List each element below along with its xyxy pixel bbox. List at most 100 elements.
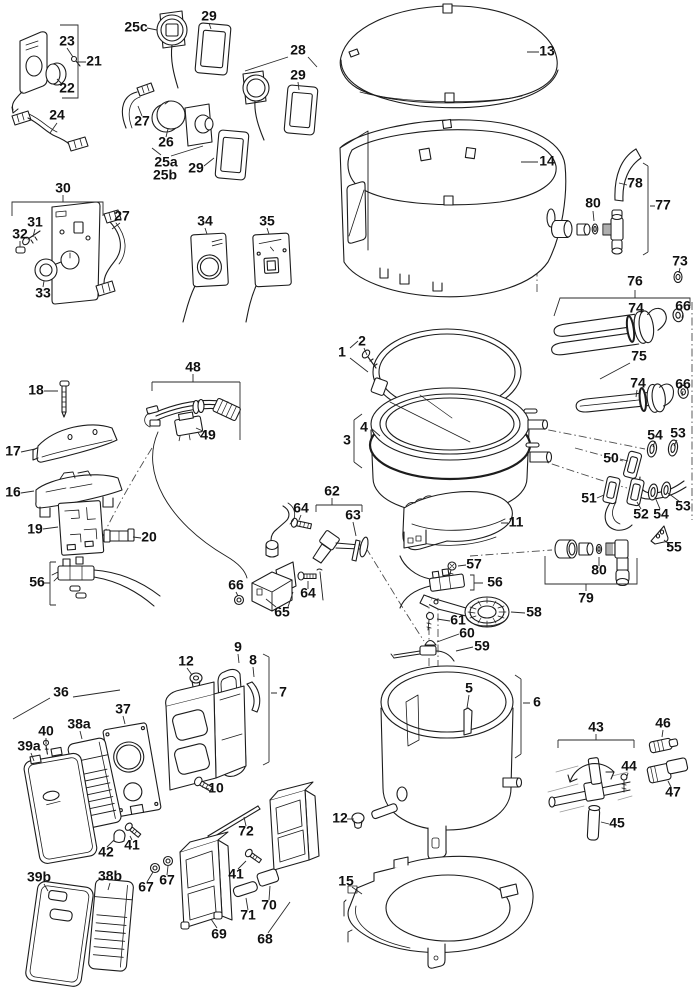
- part-52-pipe-drawing: [626, 478, 645, 507]
- part-53-seal2-drawing: [660, 481, 672, 499]
- part-label-54: 54: [653, 506, 669, 522]
- part-34-thermostat-drawing: [182, 232, 229, 323]
- part-27-cable-drawing: [121, 82, 155, 129]
- part-label-42: 42: [98, 844, 114, 860]
- part-51-pipe-drawing: [602, 476, 633, 531]
- part-label-9: 9: [234, 639, 242, 655]
- part-label-19: 19: [27, 521, 43, 537]
- part-label-29: 29: [201, 8, 217, 24]
- part-label-40: 40: [38, 723, 54, 739]
- part-78-hose-drawing: [614, 148, 642, 202]
- part-label-68: 68: [257, 931, 273, 947]
- part-39b-cover-drawing: [25, 881, 94, 987]
- part-label-56: 56: [487, 574, 503, 590]
- part-label-16: 16: [5, 484, 21, 500]
- part-label-45: 45: [609, 815, 625, 831]
- part-label-72: 72: [238, 823, 254, 839]
- part-23-screw-drawing: [70, 55, 81, 67]
- part-label-10: 10: [208, 780, 224, 796]
- part-29-frame3-drawing: [283, 84, 319, 136]
- part-70-sleeve-drawing: [256, 868, 280, 887]
- part-46-fitting-drawing: [648, 737, 679, 754]
- part-64-screw-drawing: [290, 517, 313, 530]
- part-44-screw-drawing: [620, 773, 628, 793]
- part-label-63: 63: [345, 507, 361, 523]
- part-79-elbow-group-drawing: [554, 539, 630, 587]
- part-label-25c: 25c: [124, 19, 148, 35]
- part-29-frame-drawing: [194, 22, 232, 76]
- part-30-panel-drawing: [51, 201, 101, 305]
- part-17-cover-drawing: [32, 424, 118, 463]
- part-label-20: 20: [141, 529, 157, 545]
- part-20-fuse-drawing: [103, 528, 135, 543]
- part-19-pcb-drawing: [57, 500, 105, 556]
- part-label-75: 75: [631, 348, 647, 364]
- part-25c-switch-drawing: [156, 10, 188, 89]
- part-label-37: 37: [115, 701, 131, 717]
- part-58-burner-drawing: [419, 594, 510, 628]
- part-label-51: 51: [581, 490, 597, 506]
- part-5-tab-drawing: [463, 707, 473, 736]
- part-41-screw-drawing: [124, 822, 142, 838]
- part-label-46: 46: [655, 715, 671, 731]
- part-label-23: 23: [59, 33, 75, 49]
- part-label-61: 61: [450, 612, 466, 628]
- part-label-70: 70: [261, 897, 277, 913]
- part-29-frame2-drawing: [214, 129, 250, 181]
- part-label-27: 27: [134, 113, 150, 129]
- part-24-cable-drawing: [11, 110, 89, 152]
- part-label-12: 12: [332, 810, 348, 826]
- part-label-13: 13: [539, 43, 555, 59]
- part-label-53: 53: [670, 425, 686, 441]
- part-7-housing-drawing: [165, 681, 247, 791]
- part-label-36: 36: [53, 684, 69, 700]
- part-47-fitting-drawing: [646, 757, 689, 784]
- part-48-harness-drawing: [144, 397, 248, 579]
- part-label-4: 4: [360, 419, 368, 435]
- part-31-screw-drawing: [22, 230, 41, 246]
- part-68-frame-drawing: [269, 781, 320, 871]
- part-label-67: 67: [138, 879, 154, 895]
- part-49-relay-drawing: [174, 411, 204, 442]
- part-label-32: 32: [12, 226, 28, 242]
- part-label-6: 6: [533, 694, 541, 710]
- part-37-plate-drawing: [102, 722, 162, 817]
- part-label-66: 66: [675, 298, 691, 314]
- part-61-screw-drawing: [425, 611, 435, 631]
- part-label-62: 62: [324, 483, 340, 499]
- part-label-29: 29: [290, 67, 306, 83]
- part-label-7: 7: [279, 684, 287, 700]
- part-label-12: 12: [178, 653, 194, 669]
- part-18-screw-drawing: [59, 380, 70, 418]
- part-33-knob-drawing: [34, 258, 62, 282]
- part-38b-grille-drawing: [88, 878, 134, 972]
- part-26-ring-drawing: [151, 100, 186, 133]
- part-label-34: 34: [197, 213, 213, 229]
- part-label-25a: 25a: [154, 154, 178, 170]
- part-label-43: 43: [588, 719, 604, 735]
- part-label-17: 17: [5, 443, 21, 459]
- part-73-nut-drawing: [673, 270, 683, 284]
- part-16-base-drawing: [35, 470, 123, 518]
- part-71-tube-drawing: [232, 881, 258, 898]
- part-label-50: 50: [603, 450, 619, 466]
- part-label-76: 76: [627, 273, 643, 289]
- part-27-cable2-drawing: [95, 209, 126, 297]
- part-35-control-drawing: [245, 232, 292, 323]
- part-11-shroud-drawing: [402, 491, 513, 551]
- part-41-screw2-drawing: [244, 848, 262, 864]
- part-56-connector2-drawing: [399, 555, 465, 609]
- part-label-24: 24: [49, 107, 65, 123]
- part-label-30: 30: [55, 180, 71, 196]
- part-label-14: 14: [539, 153, 555, 169]
- part-63-blade-drawing: [351, 539, 361, 562]
- part-25ab-switch-drawing: [184, 103, 214, 147]
- part-label-26: 26: [158, 134, 174, 150]
- part-75-heating-element-drawing: [575, 383, 689, 413]
- part-label-8: 8: [249, 652, 257, 668]
- part-label-44: 44: [621, 758, 637, 774]
- part-label-77: 77: [655, 197, 671, 213]
- part-label-60: 60: [459, 625, 475, 641]
- part-label-38a: 38a: [67, 716, 91, 732]
- part-label-57: 57: [466, 556, 482, 572]
